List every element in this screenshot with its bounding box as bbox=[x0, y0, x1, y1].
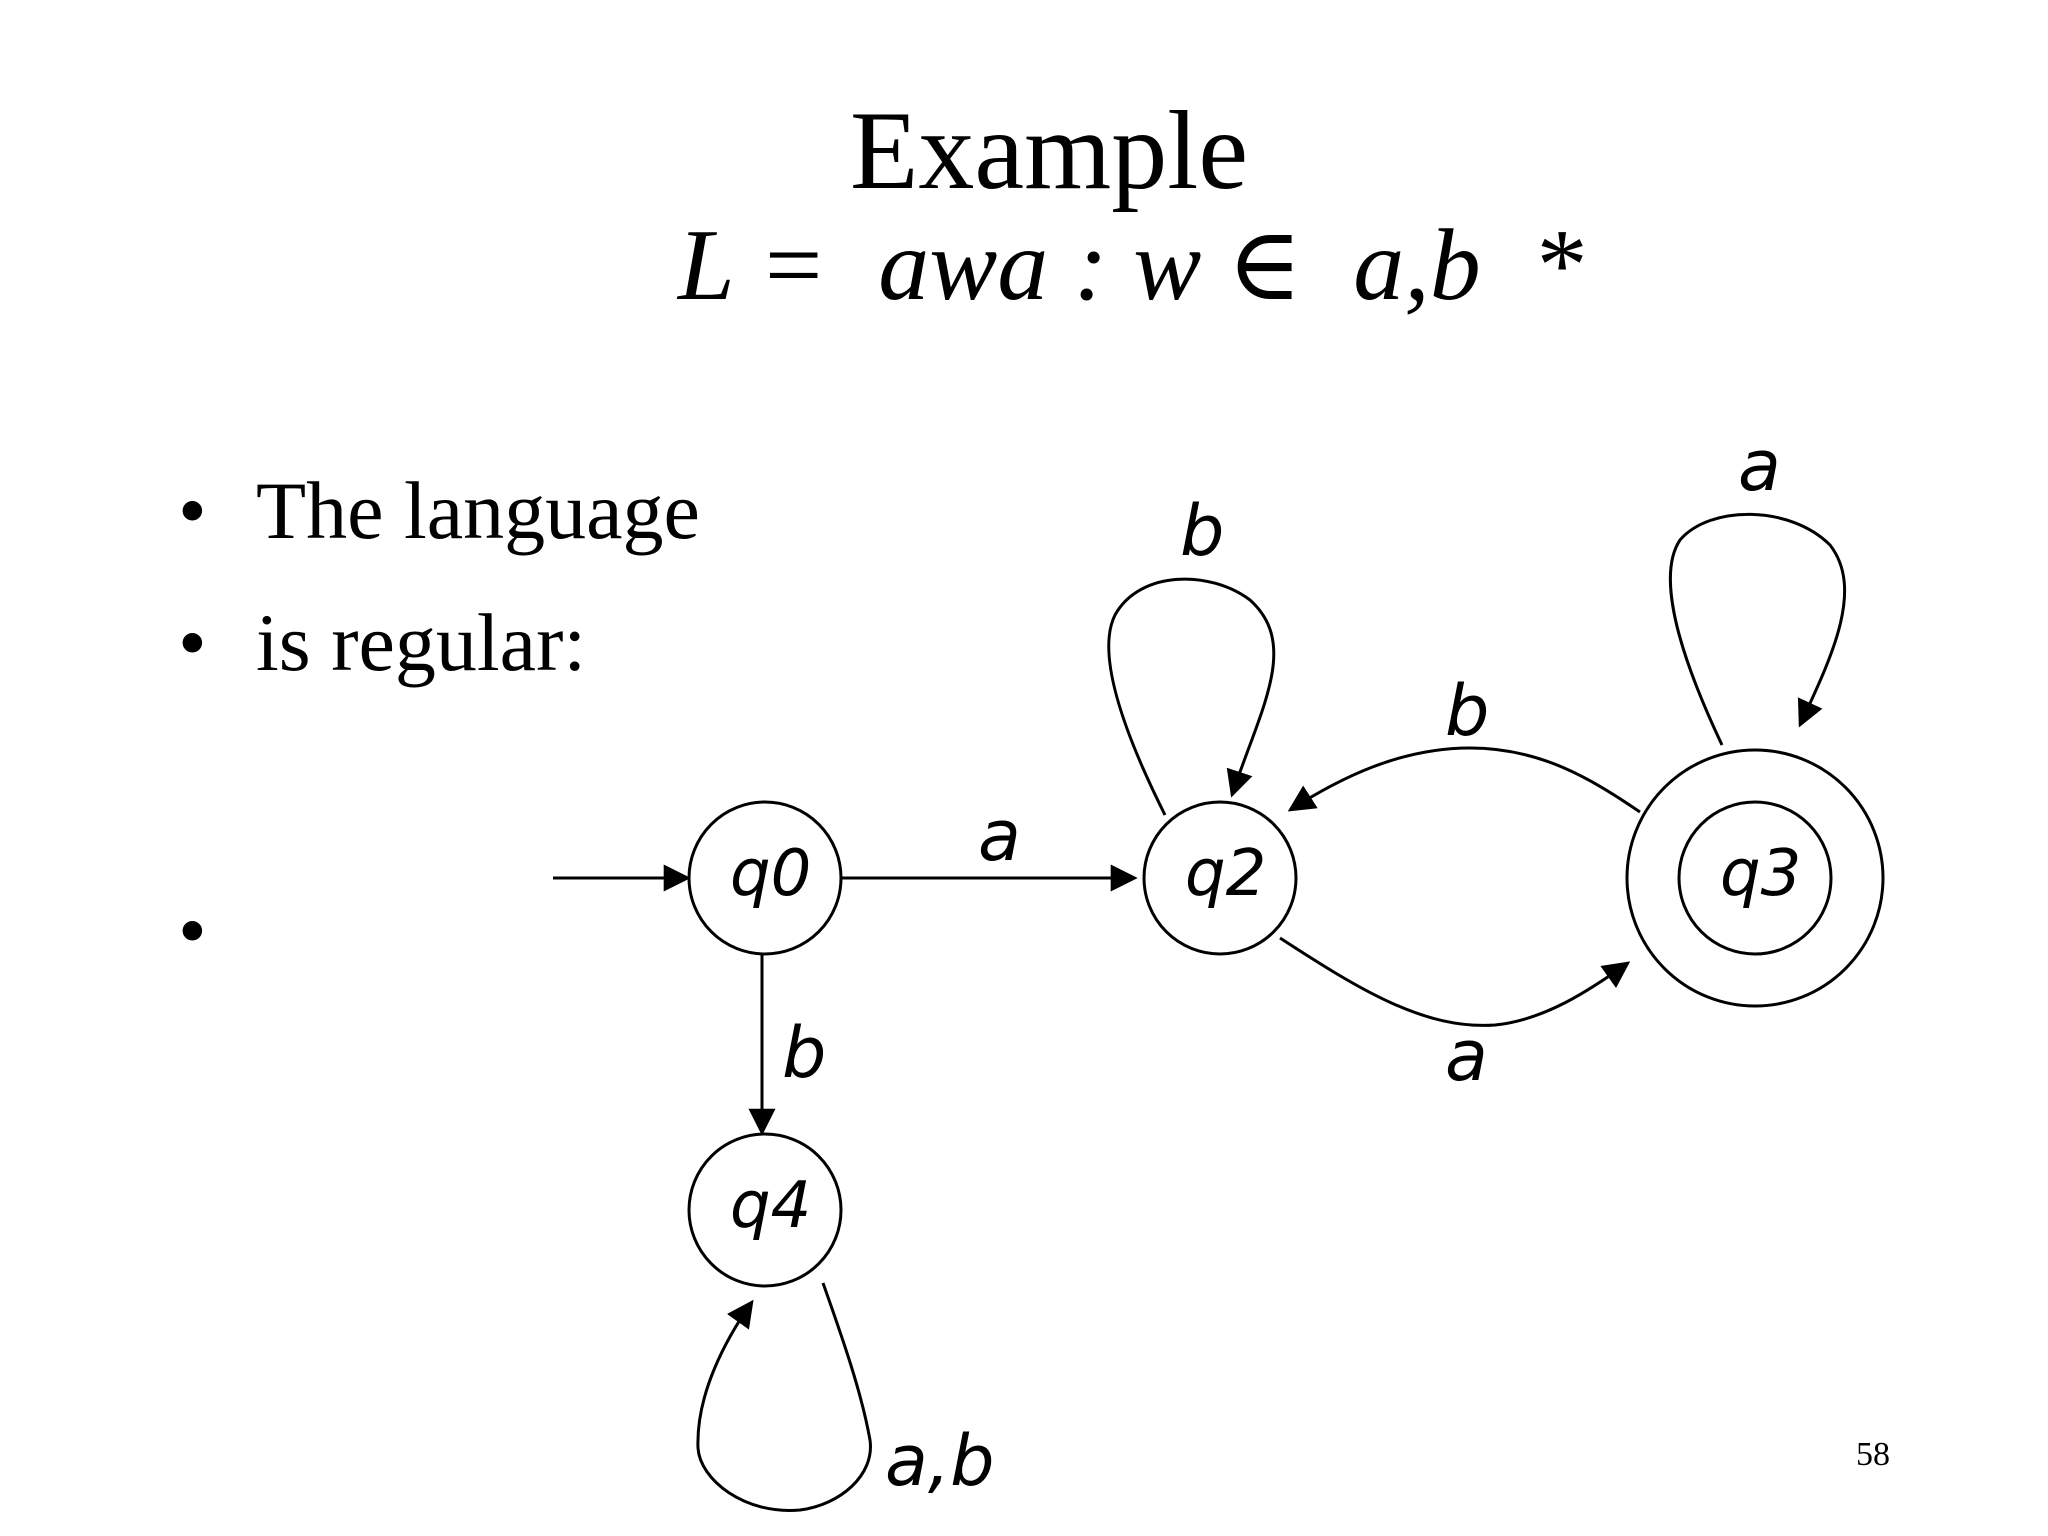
edge-label-q0-q2: a bbox=[978, 795, 1021, 877]
language-formula: L = awa : w ∈ a,b * bbox=[678, 209, 1583, 322]
bullet-item: •The language bbox=[178, 470, 700, 552]
transition-q3-q2 bbox=[1287, 746, 1641, 814]
state-circle bbox=[687, 1132, 843, 1288]
edge-label-q4-q4: a,b bbox=[885, 1420, 995, 1502]
state-label: q3 bbox=[1720, 837, 1801, 911]
state-q4: q4 bbox=[687, 1132, 843, 1288]
state-q3-accepting: q3 bbox=[1625, 748, 1885, 1008]
state-label: q0 bbox=[730, 837, 811, 911]
state-label: q4 bbox=[730, 1169, 811, 1243]
state-circle bbox=[1677, 800, 1833, 956]
transition-q2-q2 bbox=[1107, 577, 1276, 816]
state-q0: q0 bbox=[687, 800, 843, 956]
bullet-dot: • bbox=[178, 885, 207, 976]
transition-q4-q4 bbox=[696, 1282, 872, 1512]
edge-label-q2-q3: a bbox=[1445, 1015, 1488, 1097]
state-q2: q2 bbox=[1142, 800, 1298, 956]
edge-label-q2-q2: b bbox=[1180, 490, 1224, 572]
bullet-item: • bbox=[178, 890, 256, 972]
bullet-dot: • bbox=[178, 597, 207, 688]
edge-label-q3-q2: b bbox=[1445, 670, 1489, 752]
bullet-text: is regular: bbox=[256, 597, 587, 688]
edge-label-q3-q3: a bbox=[1738, 425, 1781, 507]
bullet-dot: • bbox=[178, 465, 207, 556]
transition-q2-q3 bbox=[1279, 936, 1631, 1027]
state-circle bbox=[687, 800, 843, 956]
bullet-item: •is regular: bbox=[178, 602, 586, 684]
transition-q3-q3 bbox=[1668, 512, 1846, 746]
page-number: 58 bbox=[1856, 1436, 1890, 1473]
edge-label-q0-q4: b bbox=[782, 1012, 826, 1094]
slide-title: Example bbox=[850, 89, 1249, 213]
state-label: q2 bbox=[1185, 837, 1266, 911]
state-circle bbox=[1142, 800, 1298, 956]
bullet-text: The language bbox=[256, 465, 700, 556]
